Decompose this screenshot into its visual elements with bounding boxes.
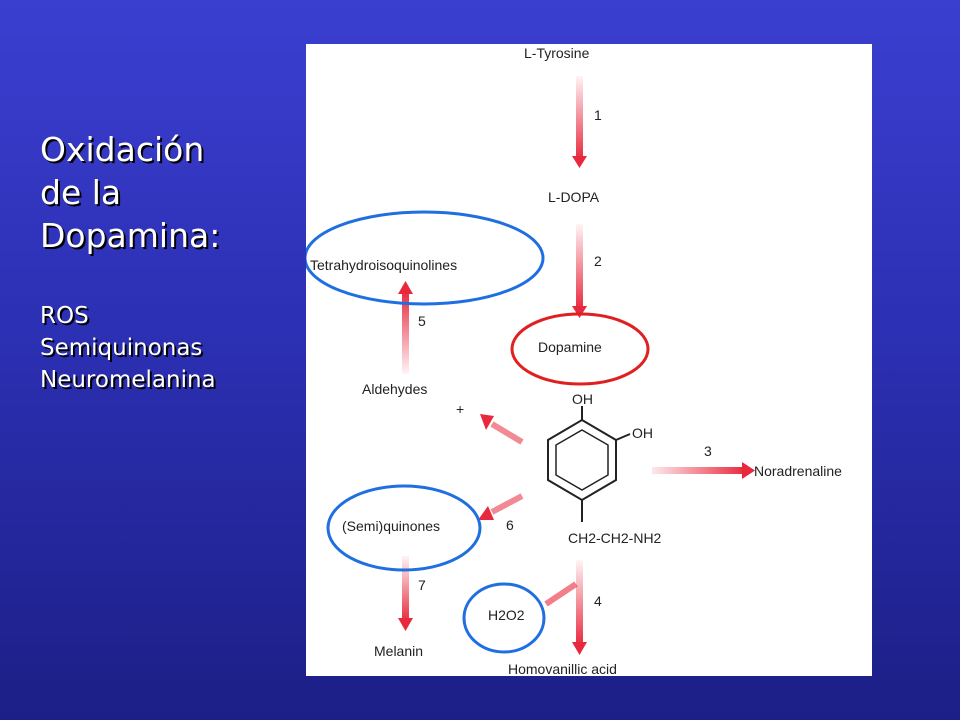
slide-bullets: ROS Semiquinonas Neuromelanina <box>40 300 216 396</box>
title-line-1: Oxidación <box>40 130 205 169</box>
highlight-ellipse-tetrahydroisoquinolines <box>306 210 545 306</box>
highlight-ellipse-h2o2 <box>462 582 546 654</box>
side-chain-label: CH2-CH2-NH2 <box>568 530 662 546</box>
step-number-1: 1 <box>594 107 602 123</box>
plus-sign: + <box>456 401 464 417</box>
highlight-ellipse-semiquinones <box>326 484 482 572</box>
node-semiquinones: (Semi)quinones <box>342 518 440 534</box>
hydroxyl-right-label: OH <box>632 425 653 441</box>
step-number-6: 6 <box>506 517 514 533</box>
node-melanin: Melanin <box>374 643 423 659</box>
arrow-step-3 <box>652 462 755 479</box>
node-homovanillic-acid: Homovanillic acid <box>508 661 617 676</box>
pathway-diagram-panel: 1 2 3 4 5 6 7 L-Tyrosine L-DOPA Tetrahyd… <box>306 44 872 676</box>
dopamine-structure: OH OH CH2-CH2-NH2 <box>547 391 662 546</box>
node-dopamine: Dopamine <box>538 339 602 355</box>
pathway-diagram: 1 2 3 4 5 6 7 L-Tyrosine L-DOPA Tetrahyd… <box>306 45 842 676</box>
arrow-step-5 <box>398 281 413 374</box>
node-noradrenaline: Noradrenaline <box>754 463 842 479</box>
step-number-5: 5 <box>418 313 426 329</box>
highlight-ellipse-dopamine <box>510 312 650 386</box>
title-line-3: Dopamina: <box>40 216 221 255</box>
node-l-dopa: L-DOPA <box>548 189 600 205</box>
arrow-to-h2o2 <box>544 581 578 607</box>
step-number-2: 2 <box>594 253 602 269</box>
step-number-3: 3 <box>704 443 712 459</box>
hydroxyl-top-label: OH <box>572 391 593 407</box>
node-l-tyrosine: L-Tyrosine <box>524 45 590 61</box>
node-aldehydes: Aldehydes <box>362 381 427 397</box>
arrow-to-aldehydes <box>480 414 524 445</box>
title-line-2: de la <box>40 173 122 212</box>
arrow-step-4 <box>572 560 587 655</box>
bullet-neuromelanina: Neuromelanina <box>40 367 216 393</box>
slide-title: Oxidación de la Dopamina: <box>40 128 220 257</box>
arrow-step-7 <box>398 556 413 631</box>
node-h2o2: H2O2 <box>488 607 525 623</box>
node-tetrahydroisoquinolines: Tetrahydroisoquinolines <box>310 257 457 273</box>
arrow-step-2 <box>572 224 587 318</box>
arrow-step-6 <box>478 493 524 520</box>
bullet-semiquinonas: Semiquinonas <box>40 335 203 361</box>
step-number-7: 7 <box>418 577 426 593</box>
bullet-ros: ROS <box>40 303 89 329</box>
arrow-step-1 <box>572 76 587 168</box>
step-number-4: 4 <box>594 593 602 609</box>
